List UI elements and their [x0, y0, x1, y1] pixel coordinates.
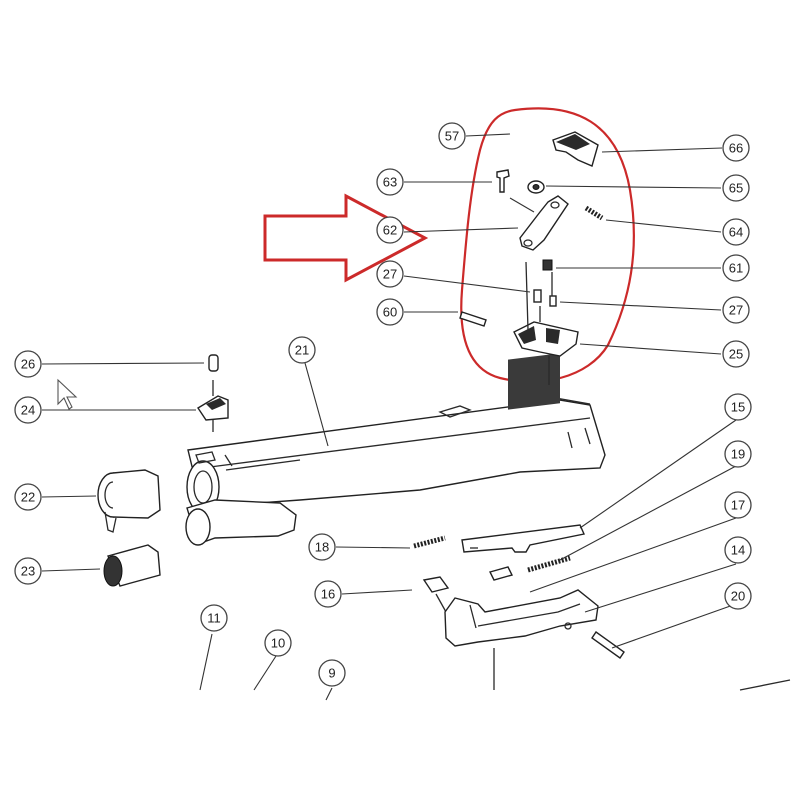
callout-14: 14	[724, 536, 752, 564]
svg-text:15: 15	[731, 400, 745, 415]
svg-text:26: 26	[21, 357, 35, 372]
svg-text:21: 21	[295, 343, 309, 358]
front-sight-dark	[206, 398, 226, 410]
callout-61: 61	[722, 254, 750, 282]
svg-text:22: 22	[21, 490, 35, 505]
callout-66: 66	[722, 134, 750, 162]
pin-26	[208, 354, 219, 372]
callout-21: 21	[288, 336, 316, 364]
svg-text:23: 23	[21, 564, 35, 579]
slide-serrations	[508, 353, 560, 410]
callout-62: 62	[376, 216, 404, 244]
svg-text:65: 65	[729, 181, 743, 196]
callout-26: 26	[14, 350, 42, 378]
svg-text:17: 17	[731, 498, 745, 513]
callout-27-right: 27	[722, 296, 750, 324]
callout-9: 9	[318, 659, 346, 687]
recoil-plug	[103, 544, 161, 587]
callout-25: 25	[722, 340, 750, 368]
callout-60: 60	[376, 298, 404, 326]
callout-27-left: 27	[376, 260, 404, 288]
svg-text:64: 64	[729, 225, 743, 240]
svg-text:60: 60	[383, 305, 397, 320]
callout-63: 63	[376, 168, 404, 196]
callout-17: 17	[724, 491, 752, 519]
rear-sight-assembly	[459, 131, 604, 385]
callout-24: 24	[14, 396, 42, 424]
callout-20: 20	[724, 582, 752, 610]
svg-text:16: 16	[321, 587, 335, 602]
svg-text:27: 27	[729, 303, 743, 318]
callout-57: 57	[438, 122, 466, 150]
svg-text:25: 25	[729, 347, 743, 362]
callout-64: 64	[722, 218, 750, 246]
highlight-arrow	[263, 193, 429, 283]
svg-text:14: 14	[731, 543, 745, 558]
svg-text:24: 24	[21, 403, 35, 418]
svg-text:10: 10	[271, 636, 285, 651]
callout-11: 11	[200, 604, 228, 632]
svg-text:9: 9	[328, 666, 335, 681]
svg-text:66: 66	[729, 141, 743, 156]
callout-10: 10	[264, 629, 292, 657]
svg-text:19: 19	[731, 447, 745, 462]
svg-text:18: 18	[315, 540, 329, 555]
svg-text:11: 11	[207, 611, 221, 626]
leader-lines	[41, 133, 737, 701]
barrel-bushing	[97, 469, 161, 533]
callout-16: 16	[314, 580, 342, 608]
callout-18: 18	[308, 533, 336, 561]
callout-19: 19	[724, 440, 752, 468]
callout-23: 23	[14, 557, 42, 585]
callout-15: 15	[724, 393, 752, 421]
callout-65: 65	[722, 174, 750, 202]
callout-22: 22	[14, 483, 42, 511]
svg-text:61: 61	[729, 261, 743, 276]
svg-text:57: 57	[445, 129, 459, 144]
lower-parts	[413, 524, 791, 691]
svg-text:20: 20	[731, 589, 745, 604]
slide-assembly	[185, 353, 606, 546]
svg-text:63: 63	[383, 175, 397, 190]
svg-text:27: 27	[383, 267, 397, 282]
svg-text:62: 62	[383, 223, 397, 238]
arrow-cursor-icon	[57, 378, 78, 410]
